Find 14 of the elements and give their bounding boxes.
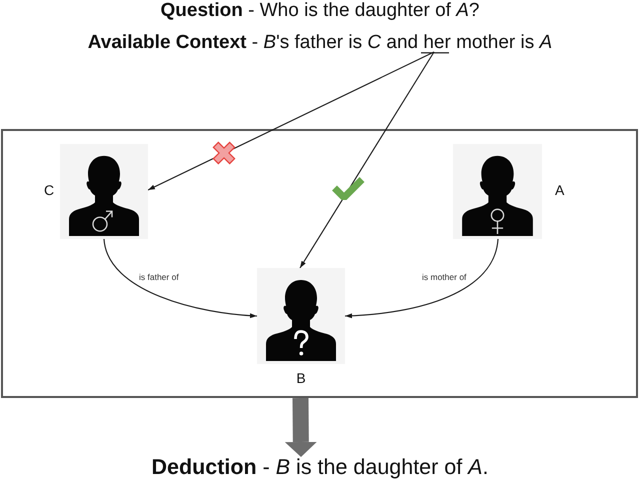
arrow <box>148 52 434 190</box>
person-label: B <box>296 371 306 386</box>
curved-arrow <box>103 238 258 318</box>
person-label: C <box>44 182 54 198</box>
block-arrow <box>284 398 317 457</box>
edge-label: is mother of <box>421 273 468 282</box>
edge-label: is father of <box>138 273 180 282</box>
heading: Question - Who is the daughter of A? <box>160 1 480 20</box>
frame <box>1 129 638 398</box>
person-label: A <box>555 182 564 198</box>
context-text: Available Context - B's father is C and her mother is A <box>88 33 552 52</box>
arrow <box>300 52 434 268</box>
deduction-text: Deduction - B is the daughter of A. <box>152 457 488 478</box>
curved-arrow <box>344 238 499 318</box>
